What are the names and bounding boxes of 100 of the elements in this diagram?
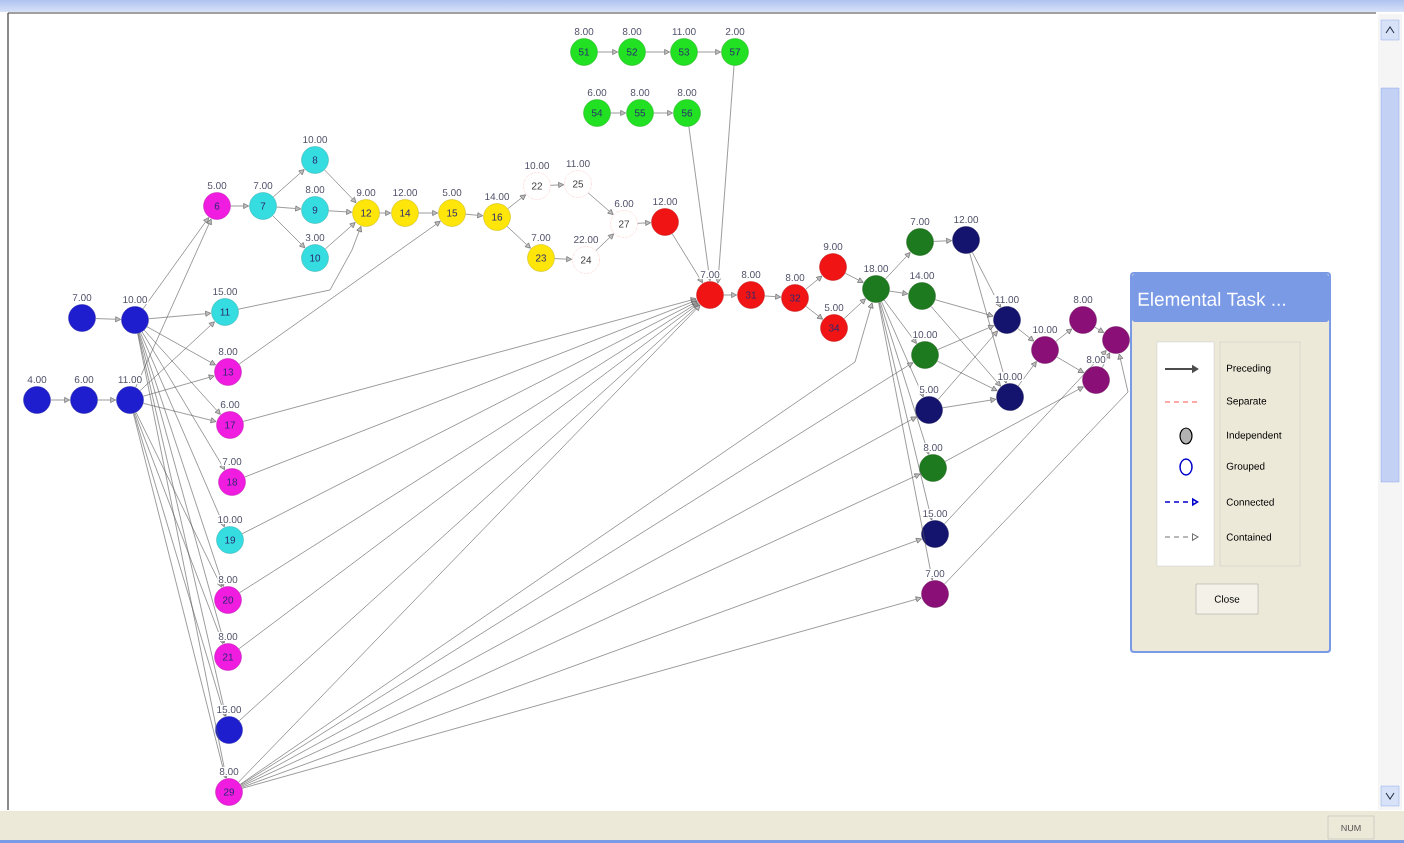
task-node: 53 [670, 38, 698, 66]
duration-label: 11.00 [670, 27, 698, 37]
arrow [133, 412, 227, 717]
arrow [889, 290, 909, 296]
arrow [1017, 361, 1037, 387]
task-node [68, 304, 96, 332]
task-node [915, 396, 943, 424]
arrow [241, 473, 921, 787]
duration-label: 7.00 [221, 457, 243, 467]
task-node: 7 [249, 192, 277, 220]
task-node: 22 [523, 172, 551, 200]
duration-label: 8.00 [217, 347, 239, 357]
task-node: 21 [214, 643, 242, 671]
task-node: 12 [352, 199, 380, 227]
arrow [930, 306, 1001, 387]
task-node: 11 [211, 298, 239, 326]
arrow [139, 321, 215, 391]
arrow [944, 353, 1129, 585]
task-node: 23 [527, 244, 555, 272]
arrow [143, 329, 221, 415]
arrow [135, 412, 223, 588]
task-node: 29 [215, 778, 243, 806]
duration-label: 8.00 [1072, 295, 1094, 305]
arrow [883, 299, 917, 344]
arrow [697, 49, 721, 55]
arrow [723, 292, 737, 298]
task-node: 34 [820, 314, 848, 342]
arrow [143, 403, 217, 424]
arrow [272, 215, 306, 249]
duration-label: 10.00 [216, 515, 244, 525]
duration-label: 14.00 [908, 271, 936, 281]
arrow [878, 302, 934, 521]
duration-label: 8.00 [217, 632, 239, 642]
task-node [651, 208, 679, 236]
duration-label: 10.00 [911, 330, 939, 340]
task-node: 15 [438, 199, 466, 227]
arrow [241, 301, 698, 535]
duration-label: 8.00 [922, 443, 944, 453]
dialog-title-bar: Elemental Task ... [1132, 274, 1329, 322]
duration-label: 8.00 [1085, 355, 1107, 365]
task-node [819, 253, 847, 281]
duration-label: 15.00 [211, 287, 239, 297]
arrow [1094, 326, 1105, 333]
task-node [921, 580, 949, 608]
duration-label: 7.00 [71, 293, 93, 303]
duration-label: 8.00 [629, 88, 651, 98]
task-node [911, 341, 939, 369]
duration-label: 8.00 [621, 27, 643, 37]
duration-label: 11.00 [564, 159, 592, 169]
task-node [952, 226, 980, 254]
arrow [610, 110, 626, 116]
task-node: 9 [301, 196, 329, 224]
arrow [595, 233, 614, 251]
task-node [70, 386, 98, 414]
arrow [637, 220, 651, 226]
duration-label: 7.00 [924, 569, 946, 579]
arrow [805, 306, 823, 320]
arrow [506, 226, 531, 249]
duration-label: 4.00 [26, 375, 48, 385]
task-node [1082, 366, 1110, 394]
legend-label: Connected [1226, 498, 1274, 506]
duration-label: 8.00 [304, 185, 326, 195]
arrow [1055, 328, 1073, 342]
arrow [645, 49, 670, 55]
task-node: 20 [214, 586, 242, 614]
arrow [141, 331, 225, 470]
duration-label: 7.00 [530, 233, 552, 243]
task-node: 55 [626, 99, 654, 127]
duration-label: 12.00 [952, 215, 980, 225]
task-node [1069, 306, 1097, 334]
arrow [805, 275, 823, 290]
arrow [242, 297, 697, 422]
arrow [134, 412, 224, 644]
duration-label: 8.00 [740, 270, 762, 280]
arrow [944, 386, 1084, 462]
task-node: 8 [301, 146, 329, 174]
duration-label: 5.00 [918, 385, 940, 395]
duration-label: 5.00 [206, 181, 228, 191]
task-node: 27 [610, 210, 638, 238]
arrow [240, 302, 874, 785]
task-node: 56 [673, 99, 701, 127]
duration-label: 22.00 [572, 235, 600, 245]
duration-label: 3.00 [304, 233, 326, 243]
task-node [1102, 326, 1130, 354]
close-button: Close [1195, 583, 1259, 615]
task-node [919, 454, 947, 482]
arrow [142, 217, 209, 310]
duration-label: 8.00 [676, 88, 698, 98]
arrow [715, 65, 735, 284]
duration-label: 6.00 [219, 400, 241, 410]
arrow [241, 537, 922, 788]
arrow [324, 222, 356, 250]
duration-label: 10.00 [523, 161, 551, 171]
task-node [921, 520, 949, 548]
task-node [993, 306, 1021, 334]
arrow [324, 169, 357, 203]
task-node [696, 281, 724, 309]
duration-label: 10.00 [1031, 325, 1059, 335]
duration-label: 8.00 [217, 575, 239, 585]
duration-label: 6.00 [73, 375, 95, 385]
